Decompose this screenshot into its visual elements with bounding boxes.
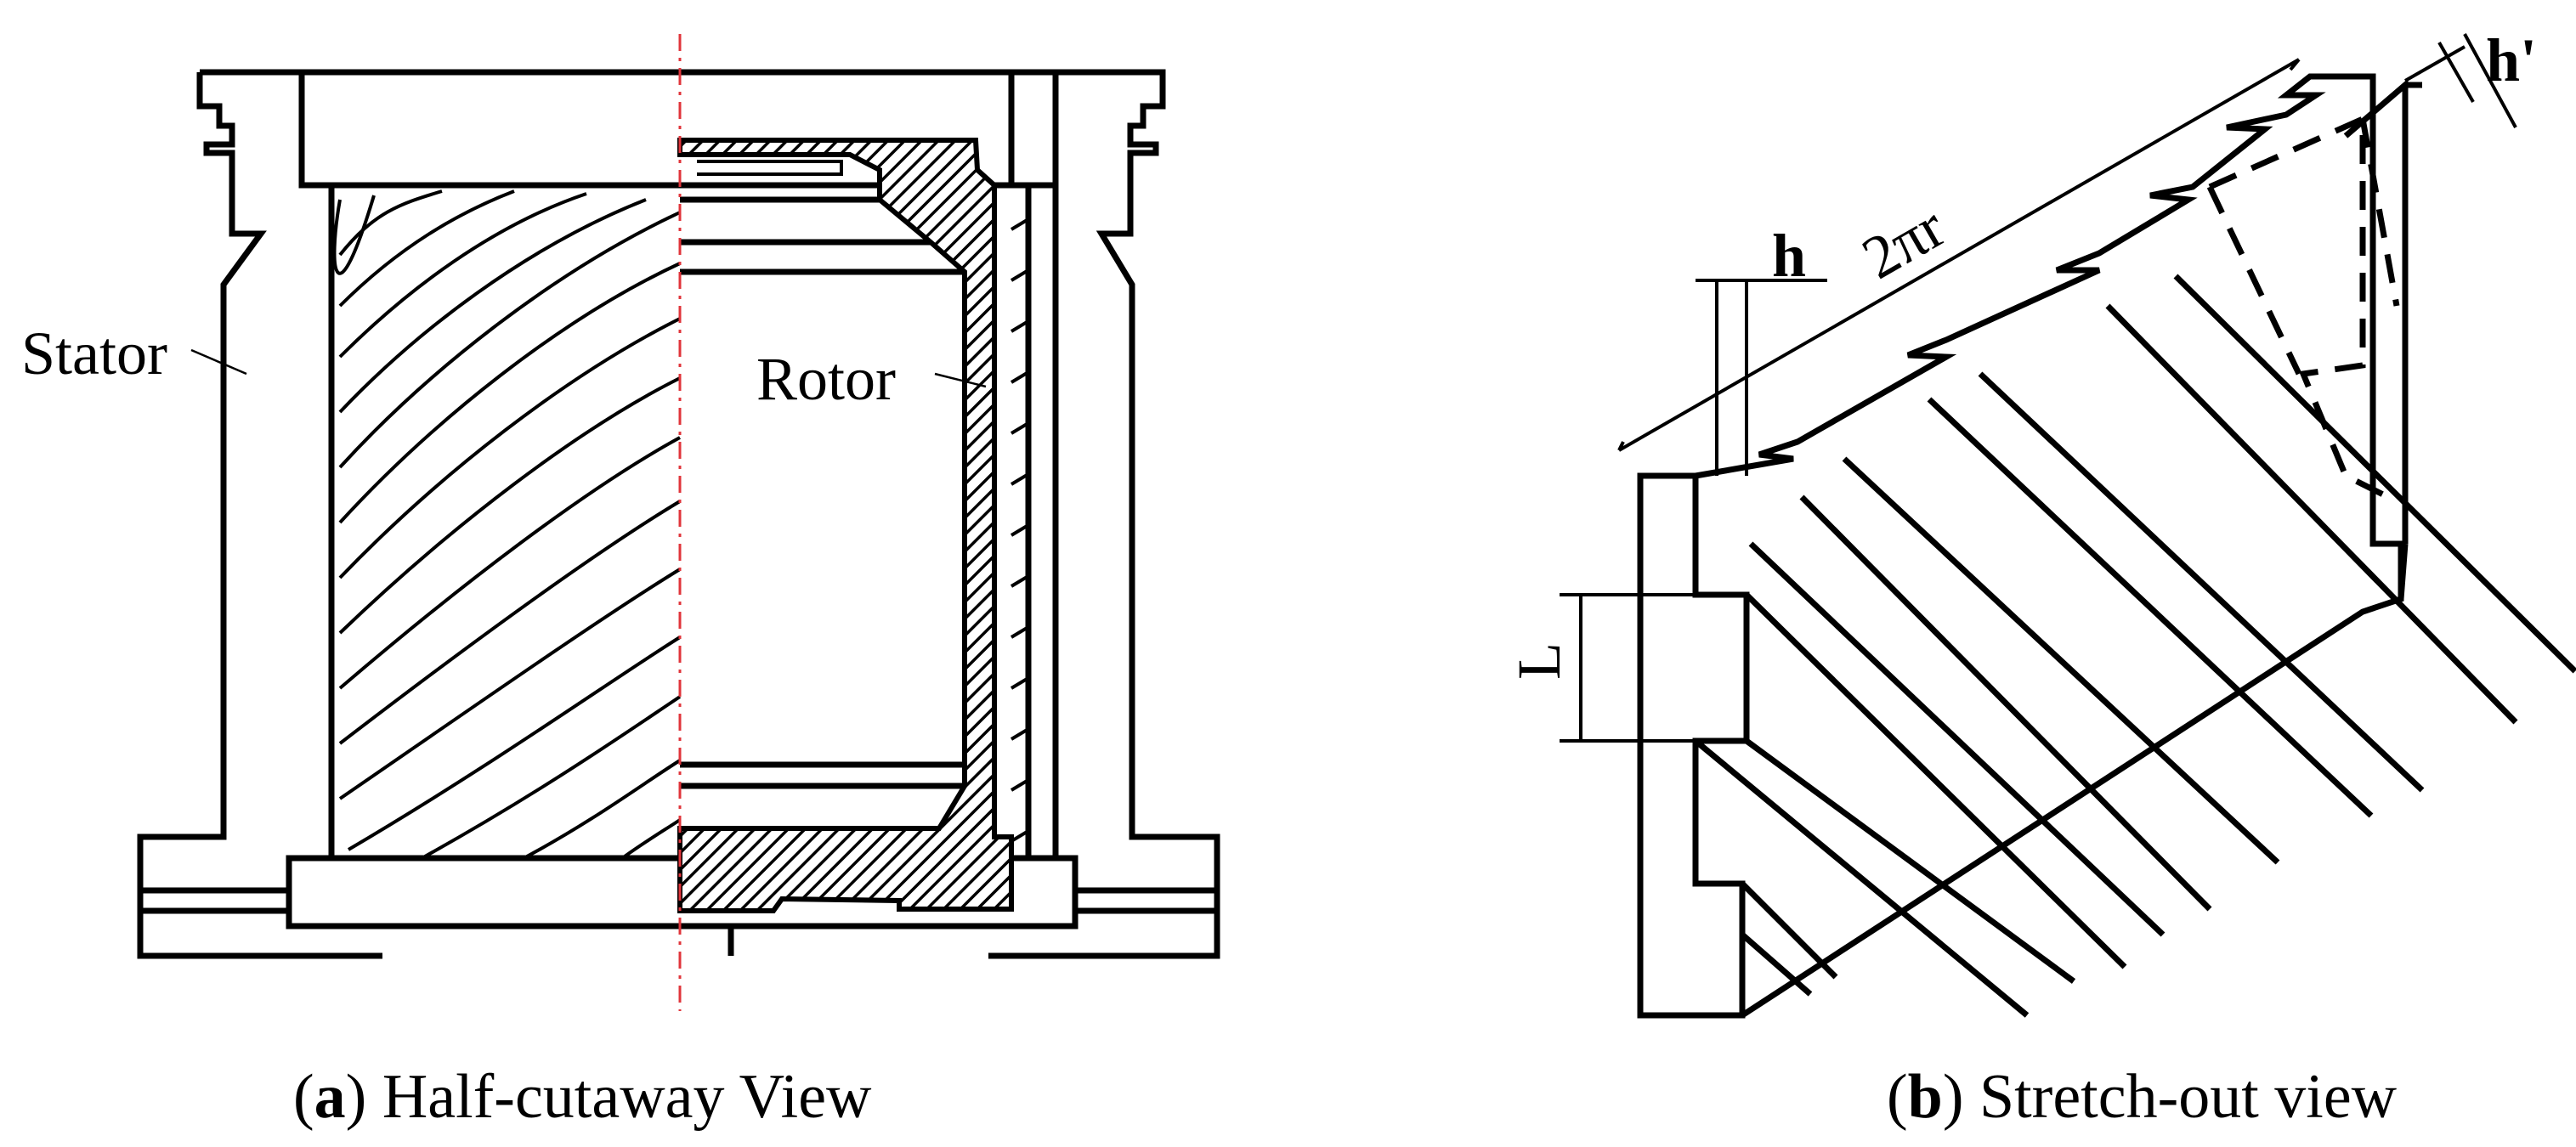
caption-b: (b) Stretch-out view (1887, 1062, 2398, 1132)
caption-a: (a) Half-cutaway View (293, 1062, 872, 1132)
caption-a-letter: a (314, 1062, 346, 1132)
caption-b-letter: b (1908, 1062, 1943, 1132)
stator-leader (190, 348, 247, 376)
stretch-grooves (1693, 274, 2576, 1018)
base-flange (140, 855, 1217, 956)
rotor-leader (934, 372, 987, 388)
rotor-bore (680, 196, 965, 789)
label-L: L (1505, 642, 1573, 680)
stator-label: Stator (21, 319, 167, 387)
label-h: h (1772, 222, 1806, 290)
stretch-out-view: 2πr h h' L (1505, 26, 2576, 1019)
stator-helical-grooves (332, 189, 682, 858)
hidden-edges (2206, 114, 2400, 505)
rotor-top-slot (697, 160, 843, 176)
caption-b-text: Stretch-out view (1963, 1062, 2397, 1132)
dimension-h-prime (2404, 33, 2517, 128)
stator-casing (137, 69, 1220, 959)
stretch-body (1695, 73, 2404, 1018)
dimension-2pir (1617, 58, 2301, 452)
stretch-right-edge (2343, 78, 2422, 600)
dimension-L (1560, 593, 1696, 743)
stretch-outline (1637, 472, 1750, 1019)
caption-a-text: Half-cutaway View (366, 1062, 872, 1132)
label-h-prime: h' (2486, 26, 2537, 94)
dimension-h (1696, 279, 1827, 476)
rotor-label: Rotor (756, 345, 896, 413)
half-cutaway-view: Stator Rotor (21, 34, 1220, 1011)
stator-ribs-right (1010, 218, 1030, 843)
rotor-section (677, 138, 1014, 913)
label-2pir: 2πr (1851, 192, 1956, 291)
